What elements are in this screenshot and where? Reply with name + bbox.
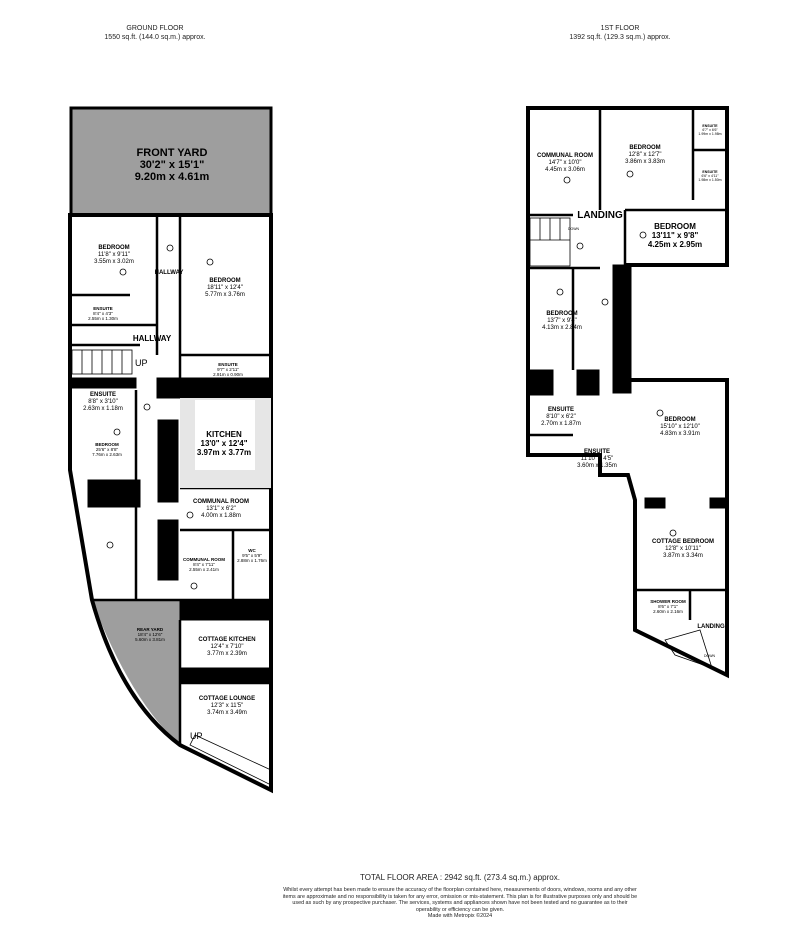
- solid-wall-block: [644, 497, 666, 509]
- solid-wall-block: [179, 599, 272, 621]
- total-floor-area: TOTAL FLOOR AREA : 2942 sq.ft. (273.4 sq…: [360, 873, 560, 882]
- front-yard-area: [69, 106, 273, 217]
- first-floor-area: 1392 sq.ft. (129.3 sq.m.) approx.: [569, 34, 671, 41]
- room-landing: LANDING: [697, 624, 725, 630]
- stair-up-label: UP: [190, 731, 203, 741]
- kitchen-floor: [195, 400, 255, 470]
- credit-text: Made with Metropix ©2024: [427, 913, 493, 920]
- staircase: [189, 734, 272, 786]
- first-floor-title: 1ST FLOOR: [600, 25, 640, 32]
- solid-wall-block: [709, 497, 728, 509]
- solid-wall-block: [87, 479, 141, 508]
- stair-down-label: DOWN: [704, 654, 716, 658]
- solid-wall-block: [576, 369, 600, 396]
- solid-wall-block: [612, 264, 632, 394]
- solid-wall-block: [69, 377, 137, 389]
- room-hallway: HALLWAY: [154, 270, 184, 276]
- solid-wall-block: [156, 377, 272, 399]
- staircase: [529, 217, 571, 267]
- solid-wall-block: [179, 667, 272, 684]
- staircase: [664, 629, 713, 669]
- first-floor-header: 1ST FLOOR 1392 sq.ft. (129.3 sq.m.) appr…: [535, 24, 705, 42]
- ground-floor-header: GROUND FLOOR 1550 sq.ft. (144.0 sq.m.) a…: [70, 24, 240, 42]
- rear-yard-area: [92, 600, 180, 745]
- ground-floor-area: 1550 sq.ft. (144.0 sq.m.) approx.: [104, 34, 206, 41]
- disclaimer: Whilst every attempt has been made to en…: [280, 887, 640, 920]
- ground-floor-title: GROUND FLOOR: [126, 25, 184, 32]
- ground-floor-plan: [68, 106, 273, 794]
- light-fitting-icons: [106, 244, 214, 590]
- room-hallway: HALLWAY: [132, 334, 172, 343]
- solid-wall-block: [157, 419, 179, 503]
- staircase: [71, 349, 133, 375]
- stair-down-label: DOWN: [568, 227, 580, 231]
- light-fitting-icons: [556, 170, 677, 537]
- room-landing: LANDING: [577, 210, 623, 221]
- disclaimer-text: Whilst every attempt has been made to en…: [282, 887, 638, 913]
- first-floor-outer-wall: [526, 106, 729, 679]
- first-floor-plan: [526, 106, 729, 679]
- solid-wall-block: [157, 519, 179, 581]
- solid-wall-block: [527, 369, 554, 396]
- stair-up-label: UP: [135, 358, 148, 368]
